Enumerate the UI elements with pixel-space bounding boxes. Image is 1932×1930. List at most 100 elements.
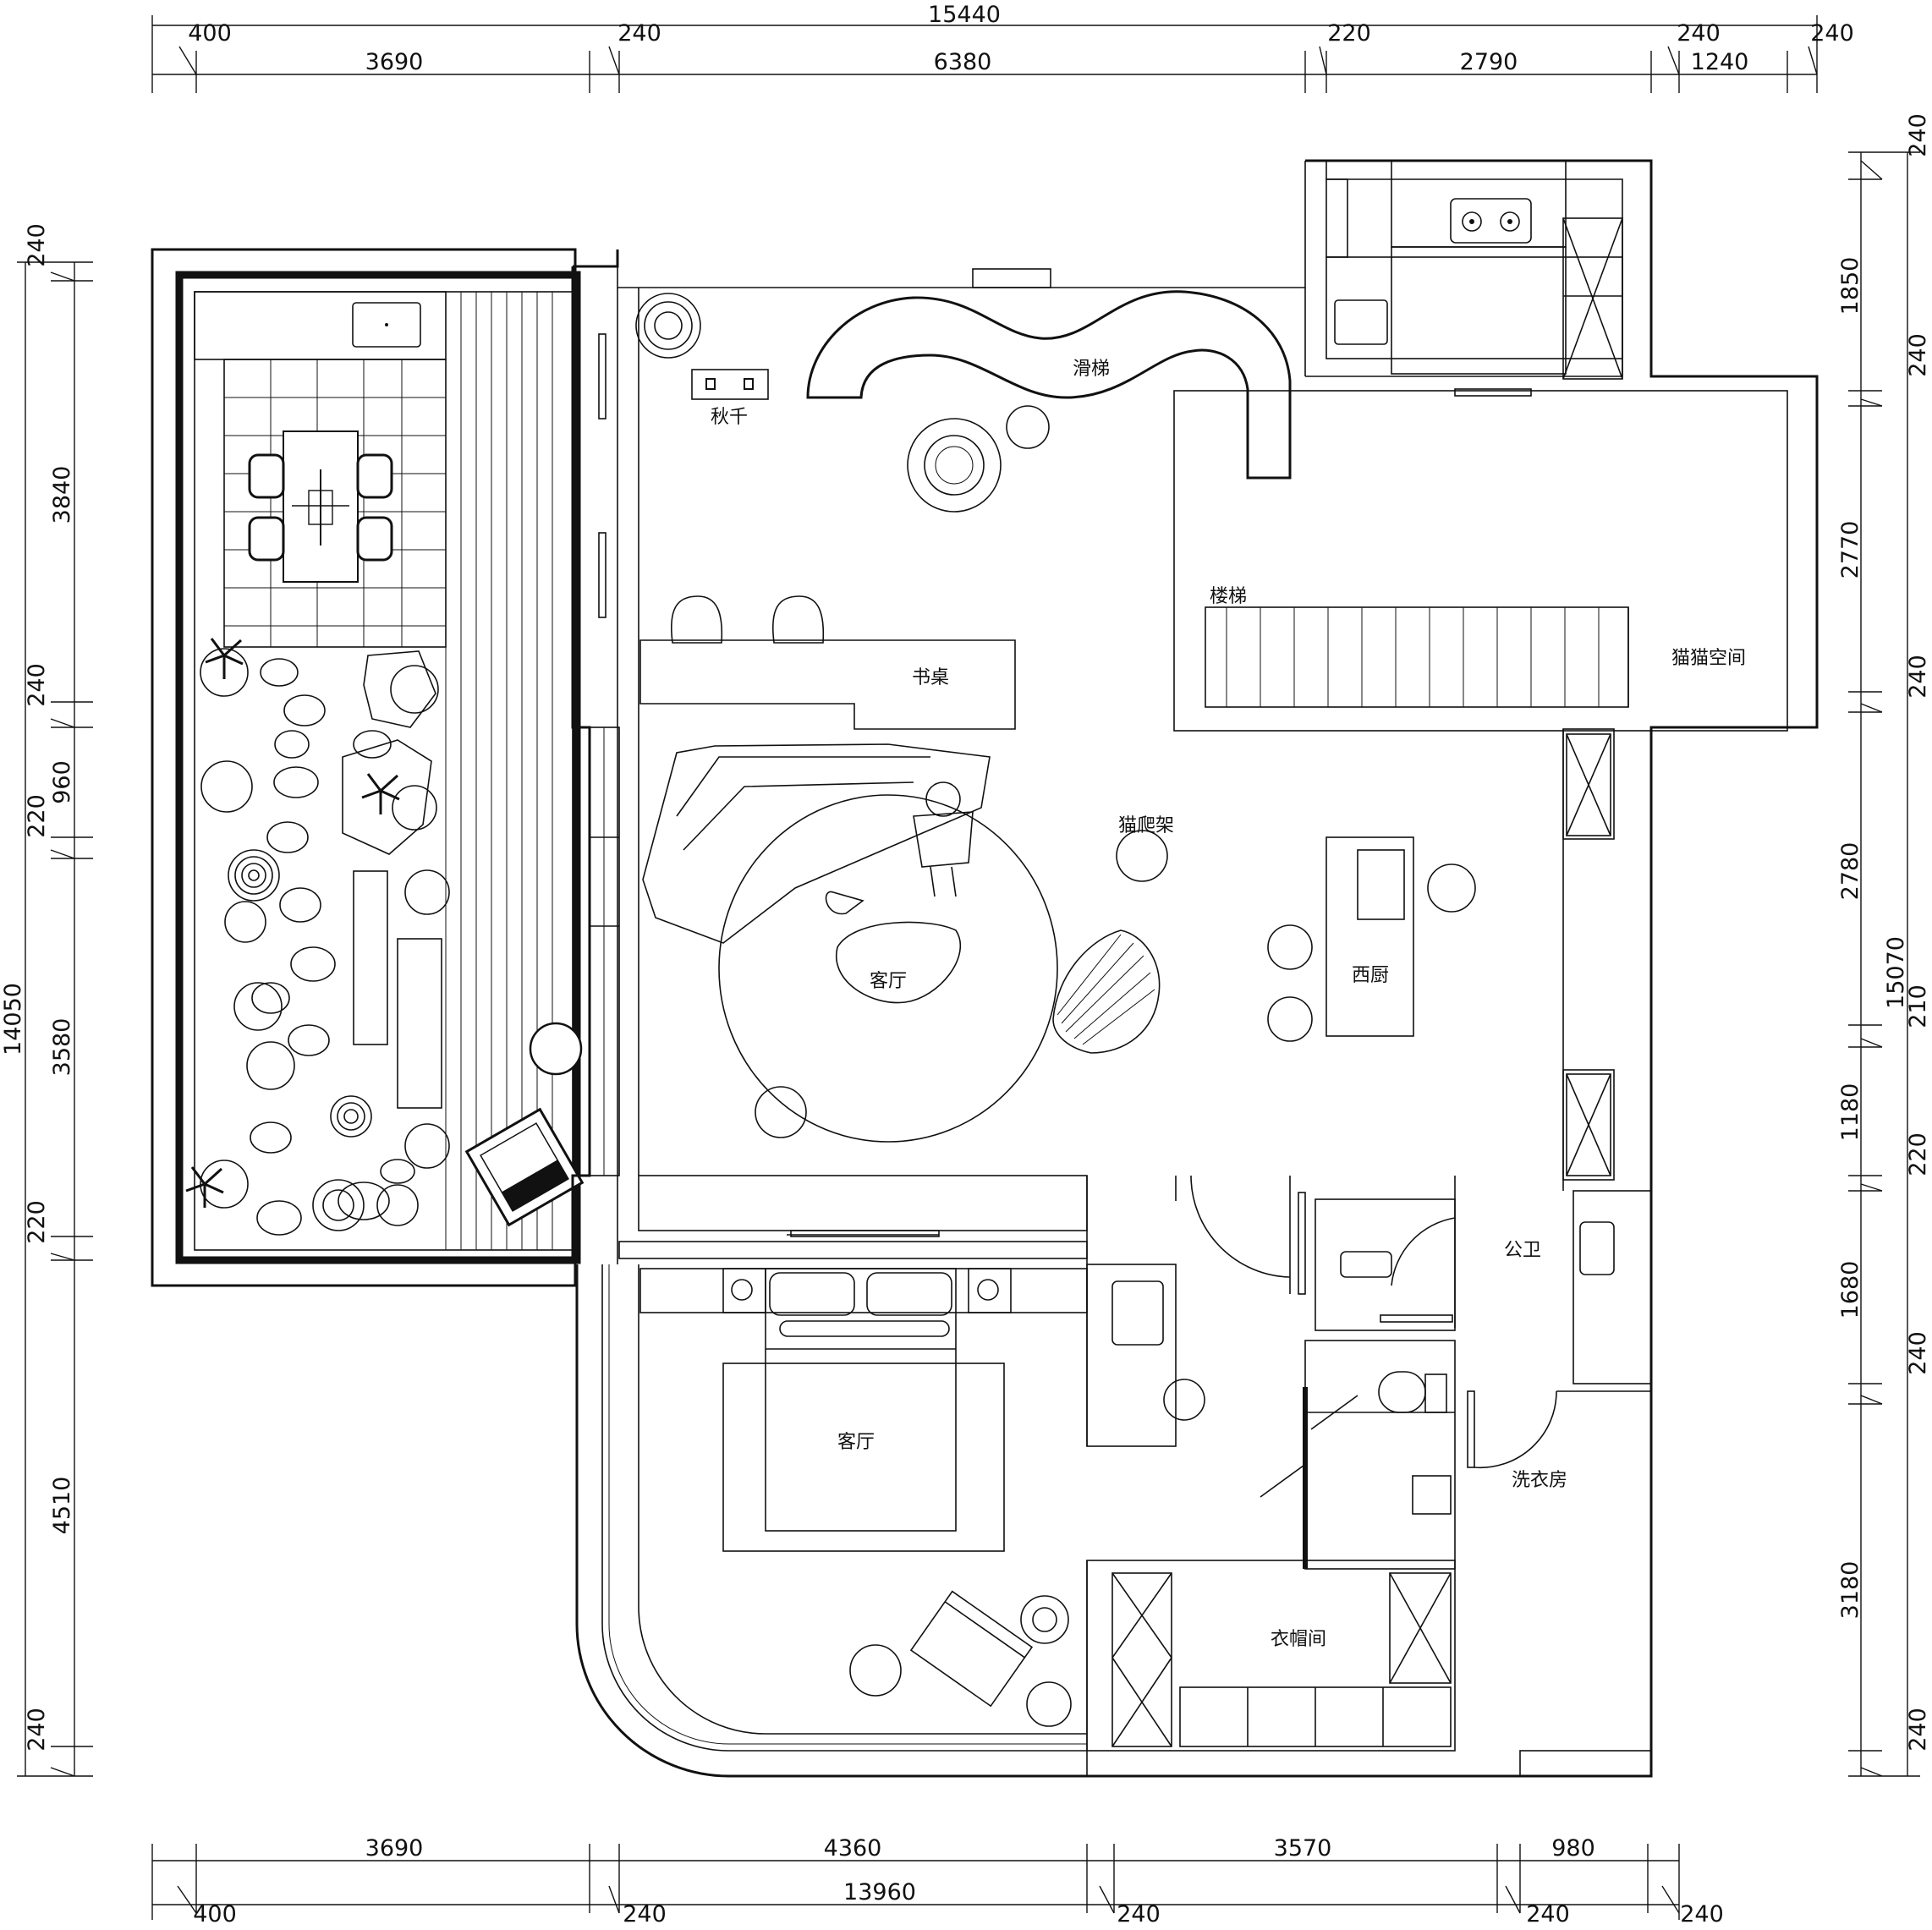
bar-stool: [1427, 864, 1476, 913]
desk-chair: [772, 595, 825, 644]
right-span-dim: 240: [1905, 333, 1931, 377]
desk-label: 书桌: [912, 667, 949, 688]
coffee-table: [835, 921, 962, 1004]
bottom-offset-dim: 240: [1117, 1901, 1161, 1927]
island-sink-icon: [1357, 849, 1405, 920]
person-figure: [925, 781, 961, 817]
tree-icon: [185, 638, 400, 1208]
right-span-dim: 2770: [1837, 521, 1863, 579]
top-span-dim: 2790: [1460, 49, 1518, 75]
right-span-dim: 1180: [1837, 1083, 1863, 1142]
living-room-label: 客厅: [870, 971, 907, 992]
left-span-dim: 4510: [49, 1477, 75, 1535]
top-overall-dim: 15440: [928, 2, 1001, 28]
top-span-dim: 6380: [934, 49, 992, 75]
left-span-dim: 240: [24, 1708, 50, 1752]
left-span-dim: 3840: [49, 466, 75, 524]
bottom-offset-dim: 400: [193, 1901, 237, 1927]
storage-cabinets: [1562, 217, 1623, 1176]
bottom-offset-dim: 240: [1526, 1901, 1570, 1927]
right-span-dim: 240: [1905, 1708, 1931, 1752]
left-span-dim: 240: [24, 663, 50, 707]
stool: [1163, 1379, 1205, 1421]
bottom-offset-dim: 240: [623, 1901, 667, 1927]
kitchen: [1334, 160, 1567, 397]
dimension-lines: [17, 15, 1920, 1920]
top-offset-dim: 240: [1677, 20, 1721, 47]
balcony-garden: [151, 248, 585, 1287]
top-span-dim: 1240: [1691, 49, 1749, 75]
bar-stool: [1267, 924, 1313, 970]
bedroom-rug: [722, 1363, 1005, 1552]
left-overall-dim: 14050: [0, 983, 26, 1055]
cat-tree-label: 猫爬架: [1118, 815, 1174, 836]
bottom-span-dim: 980: [1551, 1835, 1595, 1861]
dining-chairs: [248, 453, 393, 562]
plant-icon: [1026, 1681, 1072, 1727]
right-span-dim: 1680: [1837, 1261, 1863, 1319]
top-offset-dim: 220: [1327, 20, 1371, 47]
kitchen-sink-icon: [1334, 299, 1388, 345]
cloakroom-label: 衣帽间: [1271, 1629, 1326, 1650]
sink-icon: [352, 302, 421, 348]
service-rooms: [1086, 1175, 1652, 1777]
right-offset-dim: 240: [1905, 113, 1931, 157]
right-span-dim: 240: [1905, 1331, 1931, 1375]
slide-label: 滑梯: [1073, 359, 1110, 380]
side-table: [529, 1022, 583, 1076]
cat-tree-icon: [1116, 830, 1168, 882]
western-kitchen-label: 西厨: [1352, 965, 1389, 986]
right-overall-dim: 15070: [1883, 936, 1909, 1009]
squat-toilet-icon: [1340, 1251, 1392, 1278]
bedroom-label: 客厅: [837, 1432, 875, 1453]
bed-icon: [765, 1268, 957, 1532]
bottom-span-dim: 4360: [824, 1835, 882, 1861]
right-span-dim: 3180: [1837, 1561, 1863, 1620]
lounge-chair: [464, 1107, 585, 1227]
top-offset-dim: 240: [1810, 20, 1854, 47]
wardrobe: [1389, 1572, 1452, 1684]
garden-plants: [200, 648, 450, 1231]
side-table: [755, 1086, 807, 1138]
right-span-dim: 210: [1905, 984, 1931, 1028]
garden-bench: [353, 870, 388, 1045]
top-offset-dim: 240: [617, 20, 661, 47]
fan-chair: [1052, 929, 1161, 1054]
bottom-offset-dim: 240: [1680, 1901, 1724, 1927]
right-span-dim: 220: [1905, 1132, 1931, 1176]
toilet-icon: [1378, 1371, 1426, 1413]
bottom-overall-dim: 13960: [843, 1879, 916, 1905]
bar-stool: [1267, 996, 1313, 1042]
right-span-dim: 2780: [1837, 842, 1863, 901]
plant-icon: [635, 293, 701, 359]
stove-icon: [1450, 198, 1532, 244]
basin-icon: [1412, 1475, 1452, 1515]
left-span-dim: 960: [49, 760, 75, 804]
basin-icon: [1111, 1280, 1164, 1346]
right-span-dim: 1850: [1837, 257, 1863, 315]
left-span-dim: 3580: [49, 1018, 75, 1077]
stairs-label: 楼梯: [1210, 586, 1247, 607]
right-span-dim: 240: [1905, 655, 1931, 699]
wardrobe: [1111, 1572, 1172, 1747]
public-bath-label: 公卫: [1504, 1240, 1541, 1261]
side-table: [849, 1644, 902, 1697]
top-span-dim: 3690: [365, 49, 424, 75]
bottom-span-dim: 3570: [1274, 1835, 1332, 1861]
kitchen-island: [1267, 836, 1476, 1042]
left-span-dim: 220: [24, 794, 50, 838]
garden-stones: [250, 650, 436, 1236]
left-offset-dim: 240: [24, 223, 50, 267]
stairs: [1205, 606, 1629, 708]
rug: [718, 794, 1058, 1143]
round-seat: [907, 418, 1002, 513]
lounge-chair: [909, 1590, 1034, 1708]
sofa-icon: [642, 743, 991, 944]
swing-label: 秋千: [711, 407, 748, 428]
stool: [1006, 405, 1050, 449]
walls: [571, 159, 1819, 1778]
swing-icon: [691, 369, 769, 400]
slide: [806, 290, 1292, 480]
laundry-label: 洗衣房: [1512, 1470, 1567, 1491]
